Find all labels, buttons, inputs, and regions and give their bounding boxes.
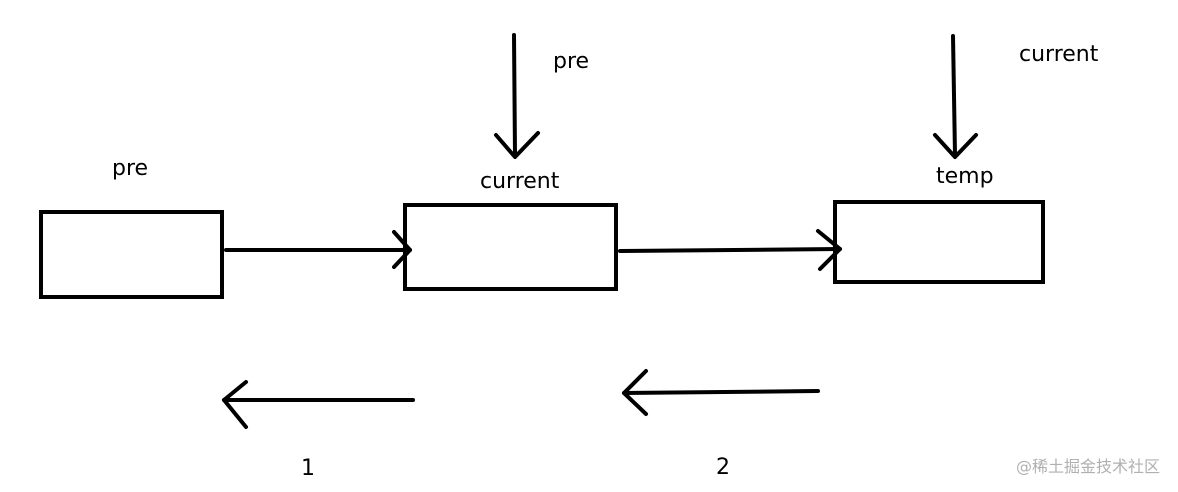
label-current-top: current	[1019, 42, 1099, 67]
step-number-2: 2	[716, 455, 730, 480]
pointer-arrow-pre	[494, 33, 540, 159]
label-pre-top: pre	[553, 49, 589, 74]
arrow-pre-to-current	[224, 230, 412, 269]
label-current-mid: current	[480, 169, 560, 194]
node-box-current	[403, 203, 618, 291]
label-pre-left: pre	[112, 156, 148, 181]
label-temp: temp	[936, 164, 994, 189]
reverse-arrow-2	[622, 369, 820, 416]
reverse-arrow-1	[222, 380, 415, 429]
pointer-arrow-current	[933, 34, 978, 159]
step-number-1: 1	[301, 456, 315, 481]
arrow-current-to-temp	[618, 229, 842, 271]
node-box-temp	[833, 200, 1045, 284]
node-box-pre	[39, 210, 224, 299]
watermark: @稀土掘金技术社区	[1016, 457, 1160, 476]
